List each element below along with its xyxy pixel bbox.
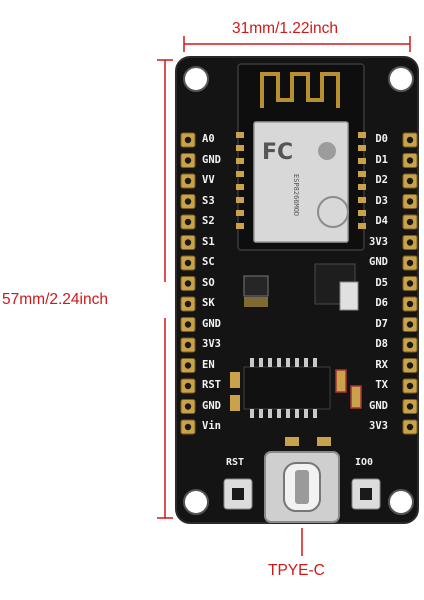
smd-component — [243, 275, 269, 297]
pin-label-right: D6 — [375, 297, 388, 309]
mounting-hole-tl — [183, 66, 209, 92]
module-cert-mark: FC — [262, 140, 294, 165]
diode — [335, 369, 347, 393]
pin-label-left: EN — [202, 358, 215, 371]
mounting-hole-bl — [183, 489, 209, 515]
pin-label-right: D4 — [375, 215, 388, 227]
pin-label-left: GND — [202, 153, 221, 166]
pin-label-left: A0 — [202, 133, 215, 145]
width-dimension-label: 31mm/1.22inch — [232, 20, 338, 37]
pin-label-right: TX — [375, 379, 388, 391]
pin-label-left: GND — [202, 317, 221, 330]
module-model-text: ESP8266MOD — [292, 174, 300, 217]
wifi-logo-icon — [317, 196, 349, 228]
pin-label-right: D7 — [375, 317, 388, 330]
pin-label-left: S2 — [202, 215, 215, 227]
mounting-hole-br — [388, 489, 414, 515]
pin-label-right: D1 — [375, 153, 388, 166]
pin-label-right: 3V3 — [369, 420, 388, 432]
pin-label-left: GND — [202, 399, 221, 412]
mounting-hole-tr — [388, 66, 414, 92]
pin-label-left: VV — [202, 174, 215, 186]
pin-label-right: RX — [375, 358, 388, 371]
pin-label-right: GND — [369, 399, 388, 412]
pin-label-left: RST — [202, 379, 221, 391]
height-dimension-label: 57mm/2.24inch — [2, 291, 108, 308]
pcb-antenna-trace — [260, 72, 340, 108]
pin-label-right: D2 — [375, 174, 388, 186]
pin-label-left: SK — [202, 297, 215, 309]
pin-label-left: S1 — [202, 235, 215, 248]
diode — [350, 385, 362, 409]
connector-type-label: TPYE-C — [268, 562, 325, 579]
pin-label-left: 3V3 — [202, 338, 221, 350]
flash-button-label: IO0 — [355, 457, 374, 468]
pin-label-right: D0 — [375, 133, 388, 145]
pin-label-right: 3V3 — [369, 235, 388, 248]
usb-serial-chip — [243, 366, 331, 410]
pin-label-left: SC — [202, 256, 215, 268]
pin-label-left: Vin — [202, 420, 221, 432]
pin-label-right: D3 — [375, 194, 388, 207]
pin-label-right: D8 — [375, 338, 388, 350]
pin-label-left: SO — [202, 276, 215, 289]
pin-label-right: D5 — [375, 276, 388, 289]
pin-label-right: GND — [369, 256, 388, 268]
reset-button-label: RST — [226, 457, 245, 468]
pin-label-left: S3 — [202, 194, 215, 207]
